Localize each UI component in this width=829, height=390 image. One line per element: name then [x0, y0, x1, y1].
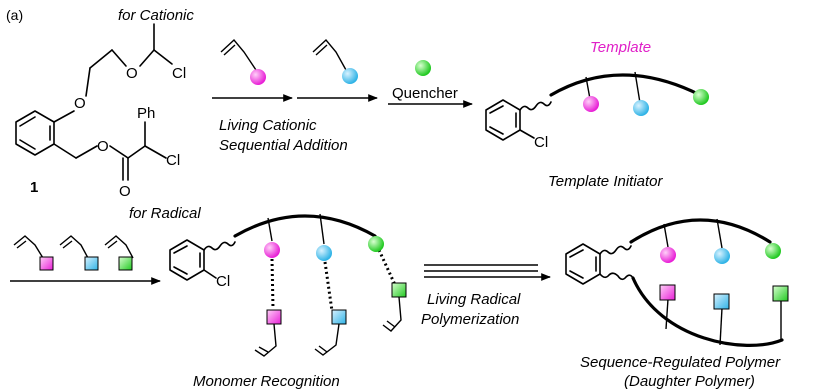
label-for-radical: for Radical	[129, 205, 201, 222]
daughter-magenta-square	[659, 284, 676, 301]
template-cyan-sphere	[633, 100, 649, 116]
label-sequential-addition: Sequential Addition	[219, 137, 348, 154]
daughter-magenta-sphere	[660, 247, 676, 263]
magenta-pendant-sphere	[250, 69, 266, 85]
recognition-green-sphere	[368, 236, 384, 252]
arrow-living-radical	[424, 264, 551, 281]
label-for-cationic: for Cationic	[118, 7, 194, 24]
cyan-pendant-sphere	[342, 68, 358, 84]
atom-cl-cationic: Cl	[172, 65, 186, 82]
label-polymerization: Polymerization	[421, 311, 519, 328]
atom-cl-radical: Cl	[166, 152, 180, 169]
label-living-radical: Living Radical	[427, 291, 521, 308]
daughter-cyan-sphere	[714, 248, 730, 264]
recognition-cyan-square	[331, 309, 347, 325]
label-quencher: Quencher	[392, 85, 458, 102]
label-template-initiator: Template Initiator	[548, 173, 664, 190]
compound-1-structure	[15, 23, 173, 181]
vinyl-monomer-magenta	[220, 38, 257, 71]
atom-cl-recognition: Cl	[216, 273, 230, 290]
atom-o-ether-2: O	[126, 65, 138, 82]
label-daughter-polymer: (Daughter Polymer)	[624, 373, 755, 390]
vinyl-monomer-magenta-square	[13, 235, 44, 259]
recognition-cyan-sphere	[316, 245, 332, 261]
daughter-polymer-structure	[565, 218, 784, 347]
green-pendant-square	[118, 256, 133, 271]
compound-number: 1	[30, 179, 38, 196]
atom-cl-template: Cl	[534, 134, 548, 151]
daughter-green-square	[772, 285, 789, 302]
label-living-cationic: Living Cationic	[219, 117, 317, 134]
template-magenta-sphere	[583, 96, 599, 112]
daughter-green-sphere	[765, 243, 781, 259]
recognition-magenta-square	[266, 309, 282, 325]
quencher-sphere	[415, 60, 431, 76]
label-sequence-regulated: Sequence-Regulated Polymer	[580, 354, 781, 371]
atom-o-ether-1: O	[74, 95, 86, 112]
panel-label: (a)	[6, 7, 23, 23]
template-green-sphere	[693, 89, 709, 105]
template-initiator-structure	[485, 71, 702, 141]
atom-ph: Ph	[137, 105, 155, 122]
vinyl-monomer-cyan	[312, 38, 347, 71]
recognition-complex-structure	[169, 213, 402, 357]
daughter-cyan-square	[713, 293, 730, 310]
label-template: Template	[590, 39, 651, 56]
recognition-magenta-sphere	[264, 242, 280, 258]
vinyl-monomer-green-square	[104, 235, 134, 259]
atom-o-carbonyl: O	[119, 183, 131, 200]
atom-o-ester: O	[97, 138, 109, 155]
cyan-pendant-square	[84, 256, 99, 271]
magenta-pendant-square	[39, 256, 54, 271]
label-monomer-recognition: Monomer Recognition	[193, 373, 340, 390]
recognition-green-square	[391, 282, 407, 298]
vinyl-monomer-cyan-square	[59, 235, 89, 259]
